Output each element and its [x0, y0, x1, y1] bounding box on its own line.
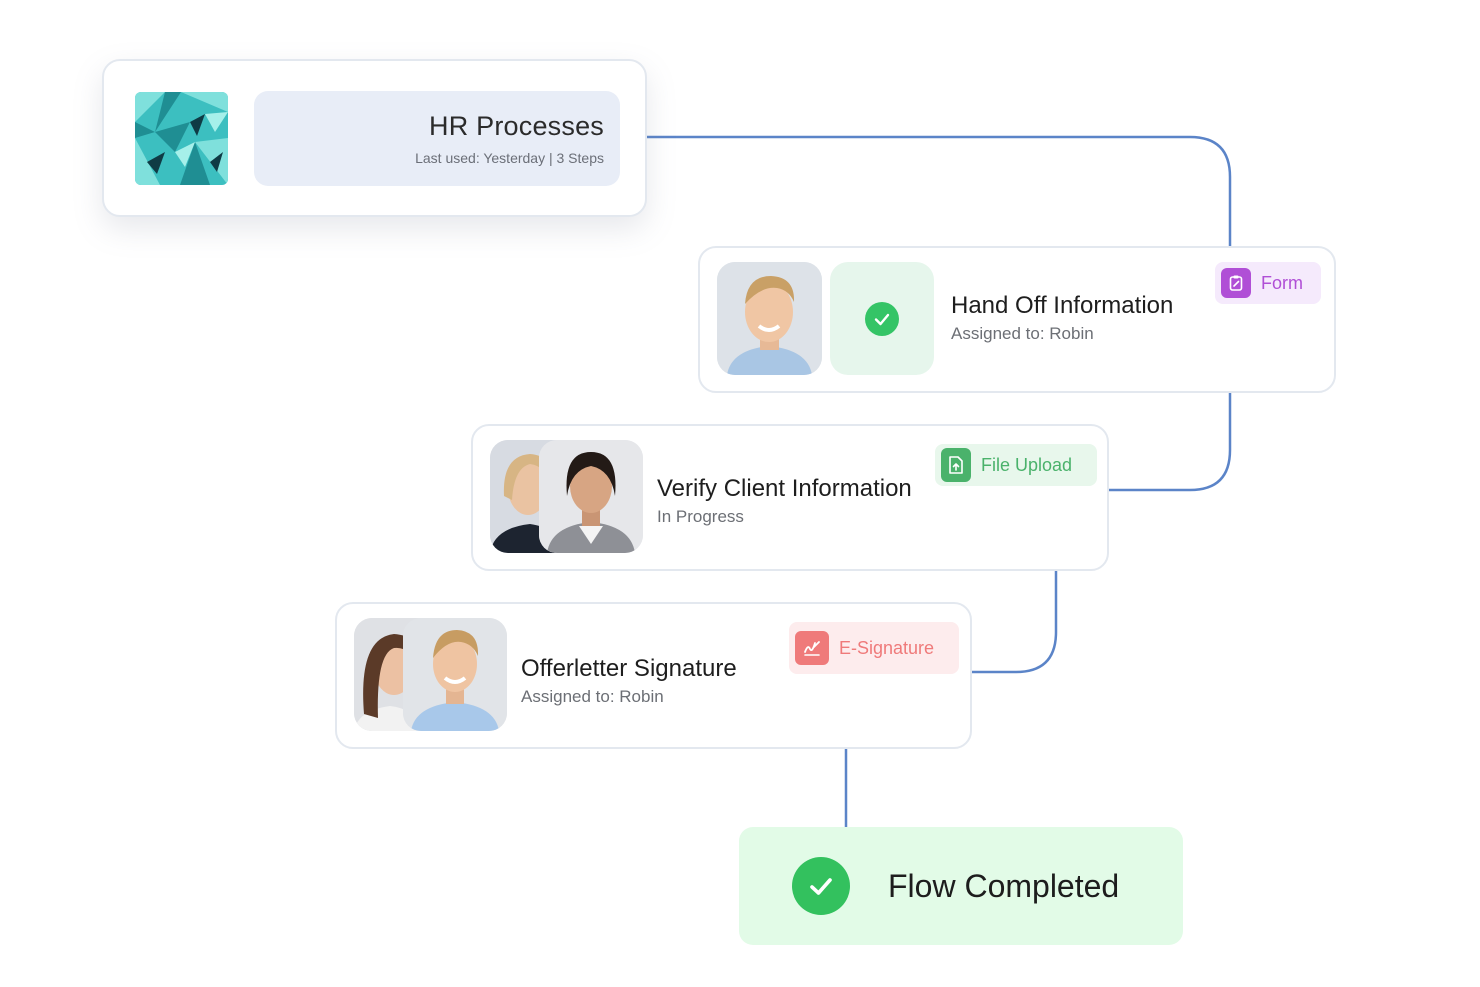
step-assignee: Assigned to: Robin — [951, 324, 1094, 343]
step-card-verify-client-information[interactable]: Verify Client Information In Progress Fi… — [471, 424, 1109, 571]
step-status: In Progress — [657, 507, 744, 526]
avatar — [403, 618, 507, 731]
connector-verify-to-offer — [972, 571, 1058, 674]
step-type-tag-file-upload[interactable]: File Upload — [935, 444, 1097, 486]
hr-processes-meta: Last used: Yesterday | 3 Steps — [415, 150, 604, 166]
tag-label: File Upload — [981, 454, 1073, 475]
hr-processes-info: HR Processes Last used: Yesterday | 3 St… — [254, 91, 620, 186]
avatar — [539, 440, 643, 553]
step-type-tag-e-signature[interactable]: E-Signature — [789, 622, 959, 674]
step-title: Verify Client Information — [657, 475, 912, 502]
check-icon — [792, 857, 850, 915]
tag-label: E-Signature — [839, 637, 935, 658]
check-icon — [865, 301, 899, 336]
hr-processes-card[interactable]: HR Processes Last used: Yesterday | 3 St… — [102, 59, 647, 217]
flow-completed-label: Flow Completed — [888, 868, 1120, 904]
step-complete-tile — [830, 262, 934, 375]
flow-completed-card: Flow Completed — [739, 827, 1183, 945]
page-title: HR Processes — [429, 111, 604, 141]
signature-icon — [795, 631, 829, 665]
step-card-hand-off-information[interactable]: Hand Off Information Assigned to: Robin … — [698, 246, 1336, 393]
clipboard-icon — [1221, 268, 1251, 298]
file-upload-icon — [941, 448, 971, 482]
step-title: Hand Off Information — [951, 292, 1174, 319]
connector-handoff-to-verify — [1109, 393, 1232, 492]
teal-geometric-pattern-logo — [135, 92, 228, 185]
step-title: Offerletter Signature — [521, 655, 737, 682]
step-card-offerletter-signature[interactable]: Offerletter Signature Assigned to: Robin… — [335, 602, 972, 749]
avatar — [717, 262, 822, 375]
tag-label: Form — [1261, 272, 1303, 293]
connector-hr-to-handoff — [647, 135, 1232, 246]
step-type-tag-form[interactable]: Form — [1215, 262, 1321, 304]
step-assignee: Assigned to: Robin — [521, 687, 664, 706]
